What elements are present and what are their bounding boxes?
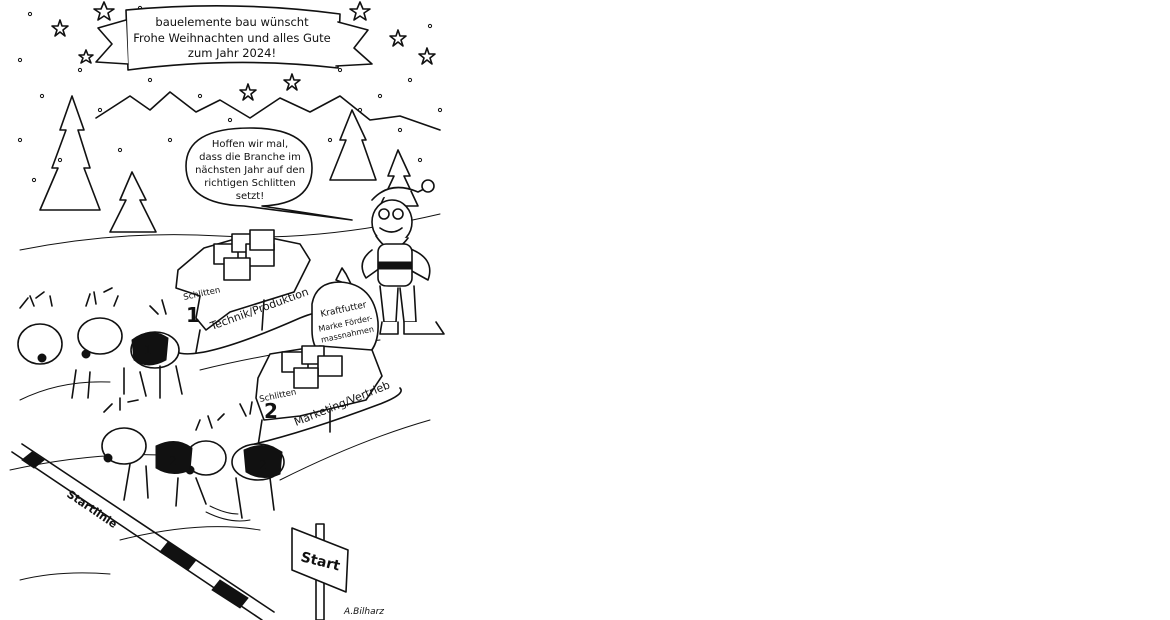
greeting-banner (95, 5, 373, 71)
reindeer-2a-bib-number: 2 (169, 454, 177, 468)
sled-1-number: 1 (186, 303, 200, 327)
feed-sack (311, 267, 379, 363)
sled-2-number: 2 (264, 399, 278, 423)
reindeer-1-bib-number: 1 (144, 343, 152, 357)
reindeer-2b-bib-number: 2 (259, 458, 267, 472)
bubble-line-1: Hoffen wir mal, (212, 139, 288, 150)
sled-1 (175, 229, 337, 355)
bubble-line-4: richtigen Schlitten (204, 178, 296, 189)
banner-line-3: zum Jahr 2024! (188, 46, 276, 60)
banner-line-2: Frohe Weihnachten und alles Gute (133, 31, 331, 45)
start-line (11, 443, 275, 620)
presents-sled-1 (213, 229, 275, 281)
sled-2 (245, 345, 402, 447)
reindeer-team-2: 2 2 (101, 397, 285, 522)
speech-bubble (185, 127, 353, 221)
presents-sled-2 (281, 345, 343, 389)
santa-figure (361, 179, 445, 335)
start-sign (291, 523, 349, 620)
stars (51, 1, 436, 101)
reindeer-team-1: 1 (17, 287, 183, 399)
cartoon-illustration: bauelemente bau wünscht Frohe Weihnachte… (9, 1, 445, 620)
banner-line-1: bauelemente bau wünscht (155, 15, 309, 29)
bubble-line-2: dass die Branche im (199, 152, 301, 163)
start-line-label: Startlinie (64, 488, 119, 531)
mountains (95, 91, 441, 131)
artist-signature: A.Bilharz (343, 607, 384, 617)
bubble-line-5: setzt! (236, 191, 264, 202)
bubble-line-3: nächsten Jahr auf den (195, 165, 305, 176)
